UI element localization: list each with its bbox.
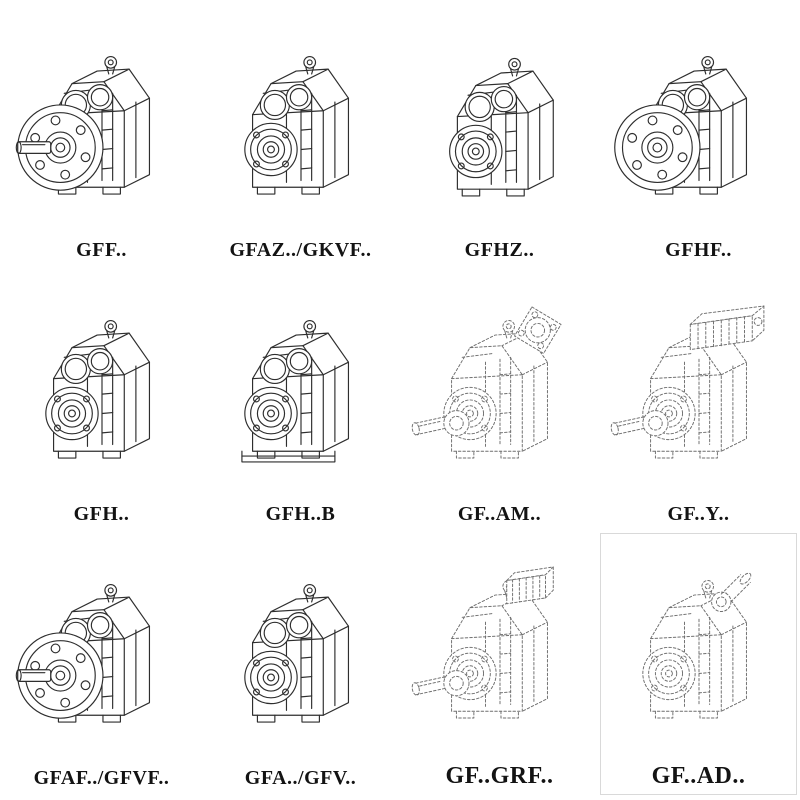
- hollow-shaft-bearing: [448, 124, 503, 179]
- catalog-cell-gfhz: GFHZ..: [400, 4, 599, 268]
- input-shaft: [710, 570, 753, 613]
- model-label: GFA../GFV..: [244, 767, 357, 789]
- output-shaft: [609, 410, 668, 437]
- gearbox-hollow-shaft-drawing: [243, 55, 349, 195]
- gear-bores: [259, 612, 312, 649]
- model-label: GFHZ..: [464, 239, 535, 261]
- model-label: GFAZ../GKVF..: [229, 239, 372, 261]
- motor-block: [689, 305, 764, 351]
- model-label: GFAF../GFVF..: [33, 767, 170, 789]
- model-label: GF..GRF..: [445, 763, 554, 789]
- gear-bores: [259, 348, 312, 385]
- model-label: GF..Y..: [667, 503, 730, 525]
- model-label: GFH..B: [265, 503, 336, 525]
- model-label: GFH..: [73, 503, 130, 525]
- gearbox-ghost-input-flange-drawing: [410, 306, 561, 459]
- output-flange: [613, 104, 701, 191]
- output-shaft: [15, 669, 51, 682]
- gearbox-flange-hollow-drawing: [613, 55, 747, 195]
- output-shaft: [15, 141, 51, 154]
- catalog-cell-gfaf-gfvf: GFAF../GFVF..: [2, 532, 201, 796]
- model-label: GFHF..: [665, 239, 732, 261]
- gearbox-hollow-shaft-drawing: [243, 583, 349, 723]
- gearbox-hollow-shaft-drawing: [44, 319, 150, 459]
- catalog-cell-gfhf: GFHF..: [599, 4, 798, 268]
- input-adapter: [505, 566, 554, 605]
- gear-bores: [259, 84, 312, 121]
- catalog-cell-gfa-gfv: GFA../GFV..: [201, 532, 400, 796]
- output-shaft: [410, 410, 469, 437]
- catalog-cell-gfy: GF..Y..: [599, 268, 798, 532]
- hollow-shaft-bearing: [44, 386, 99, 441]
- hollow-shaft-bearing: [243, 122, 298, 177]
- gear-bores: [464, 85, 517, 122]
- model-label: GF..AM..: [457, 503, 542, 525]
- hollow-shaft-bearing: [641, 646, 696, 701]
- catalog-cell-gfhb: GFH..B: [201, 268, 400, 532]
- catalog-cell-gfgrf: GF..GRF..: [400, 532, 599, 796]
- gearbox-ghost-motor-drawing: [609, 305, 764, 459]
- gearbox-hollow-shaft-drawing: [448, 57, 554, 197]
- catalog-cell-gfam: GF..AM..: [400, 268, 599, 532]
- catalog-cell-gff: GFF..: [2, 4, 201, 268]
- mounting-base: [240, 450, 335, 463]
- output-shaft: [410, 670, 469, 697]
- input-flange: [513, 306, 561, 354]
- model-label: GFF..: [76, 239, 127, 261]
- gearbox-hollow-shaft-base-drawing: [240, 319, 349, 463]
- catalog-cell-gfad: GF..AD..: [599, 532, 798, 796]
- catalog-cell-gfaz-gkvf: GFAZ../GKVF..: [201, 4, 400, 268]
- hollow-shaft-bearing: [243, 650, 298, 705]
- gearbox-flange-with-shaft-drawing: [15, 55, 150, 195]
- gear-bores: [60, 348, 113, 385]
- catalog-cell-gfh: GFH..: [2, 268, 201, 532]
- gearbox-ghost-adapter-drawing: [410, 566, 554, 719]
- gearbox-flange-with-shaft-drawing: [15, 583, 150, 723]
- gearbox-ghost-top-shaft-drawing: [641, 570, 753, 719]
- model-label: GF..AD..: [651, 763, 746, 789]
- hollow-shaft-bearing: [243, 386, 298, 441]
